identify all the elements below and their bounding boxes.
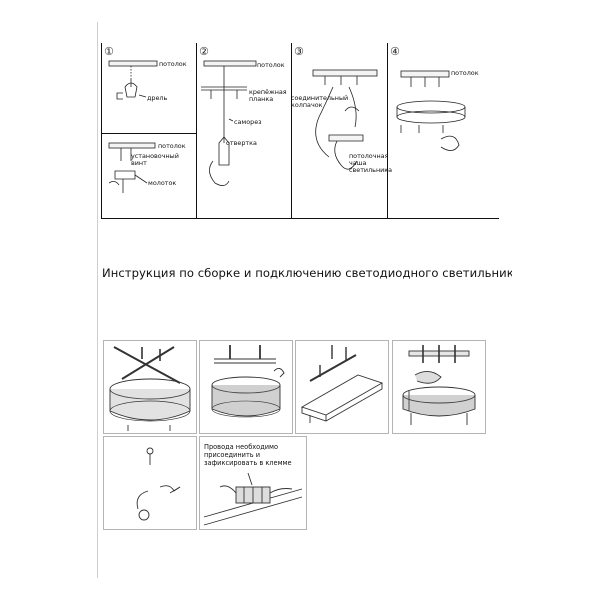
cross-bracket-drawing xyxy=(109,346,191,431)
instruction-title: Инструкция по сборке и подключению свето… xyxy=(102,266,512,280)
step-number-1: ① xyxy=(104,45,114,58)
label-ceiling-bowl-2: чаша xyxy=(349,159,367,167)
label-ceiling-bowl-1: потолочная xyxy=(349,152,389,160)
rect-tray-drawing xyxy=(300,345,384,423)
label-bracket-2: планка xyxy=(249,95,274,103)
round-assembly-drawing xyxy=(402,345,476,425)
figure-ceiling-mount xyxy=(103,436,197,530)
label-ceiling-step2: потолок xyxy=(257,61,285,69)
panel-vline-1 xyxy=(101,43,102,219)
panel-vline-4 xyxy=(387,43,388,219)
step-number-3: ③ xyxy=(294,45,304,58)
figure-wire-terminal: Провода необходимо присоединить и зафикс… xyxy=(199,436,307,530)
panel-vline-3 xyxy=(291,43,292,219)
label-connector-1: соединительный xyxy=(291,94,349,102)
screwdriver-icon xyxy=(218,136,230,166)
figure-round-body-screws xyxy=(199,340,293,434)
ceiling-mount-drawing xyxy=(136,447,181,521)
label-self-tapping-screw: саморез xyxy=(234,118,262,126)
label-set-screw-1: установочный xyxy=(131,152,179,160)
panel-hline-step1 xyxy=(101,133,196,134)
label-drill: дрель xyxy=(147,94,168,102)
figure-rect-tray xyxy=(295,340,389,434)
panel-bottom-line xyxy=(101,218,499,219)
ceiling-bowl-icon xyxy=(334,140,358,170)
label-set-screw-2: винт xyxy=(131,159,147,167)
page-edge xyxy=(97,22,98,578)
panel-vline-2 xyxy=(196,43,197,219)
label-hammer: молоток xyxy=(148,179,177,187)
figure-round-assembly xyxy=(392,340,486,434)
top-instruction-panel: ① ② ③ ④ потолок дрель потолок установочн… xyxy=(101,43,499,219)
round-body-drawing xyxy=(211,345,285,418)
label-bracket-1: крепёжная xyxy=(249,88,287,96)
ceiling-slab-1 xyxy=(108,60,158,67)
label-ceiling-step1: потолок xyxy=(159,60,187,68)
label-ceiling-step1b: потолок xyxy=(158,142,186,150)
wire-terminal-drawing xyxy=(203,472,303,526)
label-ceiling-bowl-3: светильника xyxy=(349,166,393,174)
wire-connection-note: Провода необходимо присоединить и зафикс… xyxy=(204,443,292,467)
label-screwdriver: отвертка xyxy=(226,139,257,147)
hammer-icon xyxy=(114,170,136,180)
step-number-4: ④ xyxy=(390,45,400,58)
top-panel-drawings xyxy=(108,60,466,193)
drill-icon xyxy=(124,82,138,98)
figure-cross-bracket xyxy=(103,340,197,434)
step-number-2: ② xyxy=(199,45,209,58)
label-connector-2: колпачок xyxy=(291,101,323,109)
label-ceiling-step4: потолок xyxy=(451,69,479,77)
